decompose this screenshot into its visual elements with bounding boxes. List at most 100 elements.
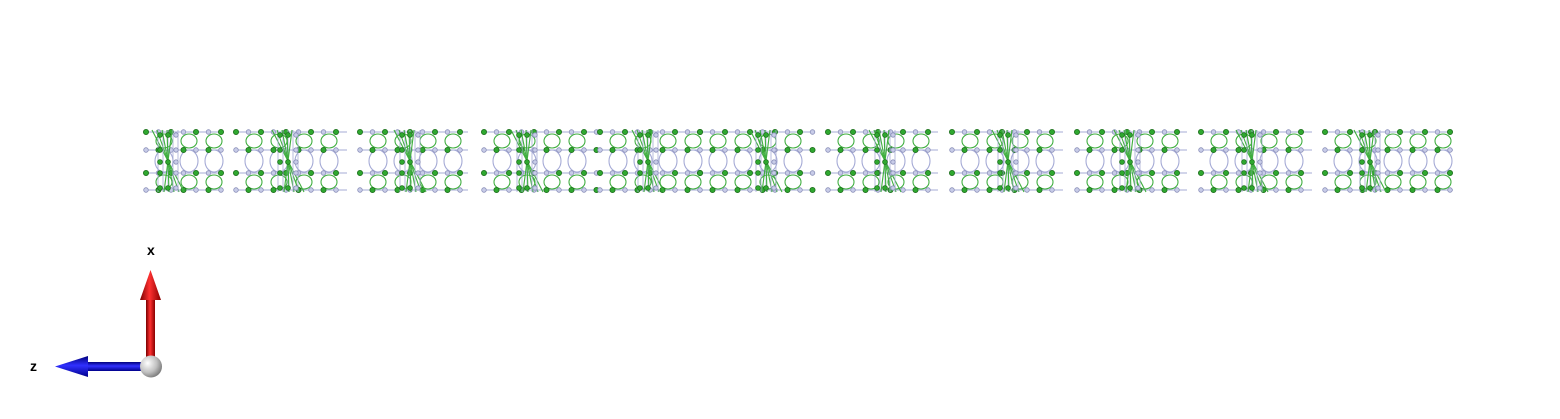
atom-lavender	[308, 147, 314, 153]
atom-green	[1161, 146, 1168, 153]
tube-ring	[1036, 133, 1054, 149]
tube-ring	[784, 174, 802, 190]
atom-lavender	[173, 147, 179, 153]
atom-lavender	[653, 132, 659, 138]
atom-lavender	[568, 129, 575, 135]
atom-lavender	[173, 159, 179, 165]
atom-lavender	[797, 147, 803, 153]
atom-green	[205, 186, 212, 193]
atom-green	[763, 185, 769, 191]
atom-green	[997, 132, 1003, 138]
atom-lavender	[697, 187, 703, 193]
atom-green	[1249, 185, 1255, 191]
atom-lavender	[771, 147, 777, 153]
tube-ring	[1384, 133, 1402, 149]
atom-lavender	[653, 147, 659, 153]
atom-green	[784, 186, 791, 193]
atom-green	[285, 159, 291, 165]
atom-lavender	[1210, 129, 1217, 135]
atom-green	[1334, 146, 1341, 153]
atom-green	[961, 146, 968, 153]
atom-lavender	[333, 147, 339, 153]
tube-ring	[862, 174, 880, 190]
atom-green	[431, 128, 438, 135]
atom-green	[524, 132, 530, 138]
atom-lavender	[1074, 187, 1080, 193]
atom-lavender	[258, 187, 264, 193]
atom-green	[332, 169, 339, 176]
atom-lavender	[1397, 187, 1403, 193]
atom-lavender	[320, 170, 327, 176]
atom-lavender	[293, 170, 299, 176]
atom-green	[232, 128, 239, 135]
atom-lavender	[734, 129, 741, 135]
atom-green	[1210, 186, 1217, 193]
atom-green	[925, 128, 932, 135]
atom-lavender	[1384, 170, 1391, 176]
atom-green	[986, 146, 993, 153]
atom-lavender	[1111, 170, 1118, 176]
tube-ring	[493, 133, 511, 149]
tube-ring	[734, 133, 752, 149]
atom-green	[480, 169, 487, 176]
atom-green	[232, 169, 239, 176]
atom-green	[142, 169, 149, 176]
atom-green	[1447, 128, 1454, 135]
atom-lavender	[1322, 147, 1328, 153]
atom-green	[524, 159, 530, 165]
atom-lavender	[415, 147, 421, 153]
tube-ring	[1434, 174, 1452, 190]
atom-lavender	[1161, 170, 1168, 176]
atom-green	[1111, 186, 1118, 193]
atom-lavender	[1036, 170, 1043, 176]
atom-lavender	[506, 187, 512, 193]
atom-green	[912, 146, 919, 153]
atom-green	[307, 128, 314, 135]
atom-lavender	[1174, 187, 1180, 193]
tube-ring	[568, 133, 586, 149]
atom-lavender	[320, 129, 327, 135]
atom-green	[874, 132, 880, 138]
atom-green	[192, 169, 199, 176]
atom-lavender	[1161, 129, 1168, 135]
atom-lavender	[1257, 147, 1263, 153]
atom-lavender	[659, 129, 666, 135]
atom-lavender	[369, 170, 376, 176]
atom-lavender	[890, 185, 896, 191]
atom-green	[925, 169, 932, 176]
tube-ring	[961, 133, 979, 149]
atom-green	[597, 128, 604, 135]
tube-ring	[1260, 174, 1278, 190]
atom-lavender	[293, 132, 299, 138]
atom-green	[1359, 170, 1365, 176]
atom-green	[874, 170, 880, 176]
atom-green	[332, 128, 339, 135]
atom-lavender	[506, 147, 512, 153]
atom-green	[645, 159, 651, 165]
atom-lavender	[734, 170, 741, 176]
atom-green	[431, 169, 438, 176]
atom-lavender	[245, 129, 252, 135]
atom-lavender	[809, 170, 816, 176]
atom-green	[622, 128, 629, 135]
atom-green	[205, 146, 212, 153]
atom-lavender	[850, 147, 856, 153]
atom-green	[543, 186, 550, 193]
atom-green	[1367, 159, 1373, 165]
tube-ring	[1086, 174, 1104, 190]
atom-green	[1359, 159, 1365, 165]
atom-lavender	[697, 147, 703, 153]
tube-ring	[837, 133, 855, 149]
atom-green	[1241, 170, 1247, 176]
atom-green	[755, 170, 761, 176]
atom-green	[356, 128, 363, 135]
atom-lavender	[1086, 170, 1093, 176]
tube-ring	[659, 133, 677, 149]
atom-lavender	[532, 147, 538, 153]
tube-ring	[1136, 133, 1154, 149]
atom-lavender	[1375, 170, 1381, 176]
atom-green	[369, 146, 376, 153]
atom-green	[637, 132, 643, 138]
